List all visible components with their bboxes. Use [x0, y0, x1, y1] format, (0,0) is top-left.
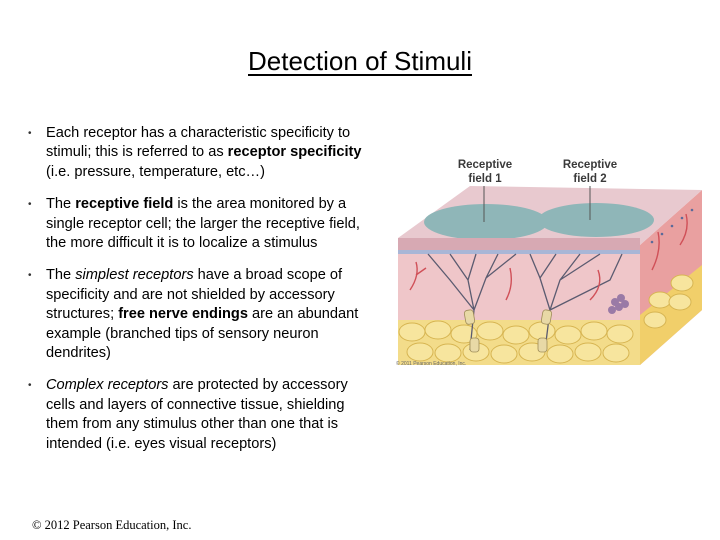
- bullet-list: Each receptor has a characteristic speci…: [28, 124, 380, 467]
- bullet-text-part: The: [46, 196, 76, 213]
- bullet-receptive-field: The receptive field is the area monitore…: [28, 195, 380, 253]
- label-line: field 1: [468, 173, 502, 185]
- bullet-text-part: have a broad scope of specificity and ar…: [46, 267, 343, 323]
- fat-cells: [398, 274, 694, 364]
- bullet-simplest-receptors: The simplest receptors have a broad scop…: [28, 266, 380, 363]
- dermis-layer: [398, 254, 640, 320]
- bullet-complex-receptors: Complex receptors are protected by acces…: [28, 376, 380, 454]
- slide-title: Detection of Stimuli: [248, 46, 472, 76]
- side-dots: [650, 208, 694, 244]
- receptive-field-2-label: Receptive field 2: [555, 158, 625, 186]
- bullet-italic-term: simplest receptors: [75, 267, 194, 284]
- bullet-text-part: are protected by accessory cells and lay…: [46, 377, 348, 452]
- receptive-field-1-label: Receptive field 1: [450, 158, 520, 186]
- bullet-bold-term: receptive field: [75, 196, 174, 213]
- blood-vessels: [409, 213, 688, 301]
- copyright-notice: © 2012 Pearson Education, Inc.: [32, 518, 192, 532]
- bullet-bold-term: free nerve endings: [118, 306, 248, 323]
- receptive-field-1-patch: [424, 204, 548, 240]
- bullet-text-part: (i.e. pressure, temperature, etc…): [46, 163, 265, 180]
- label-line: Receptive: [457, 159, 513, 171]
- bullet-receptor-specificity: Each receptor has a characteristic speci…: [28, 124, 380, 182]
- bullet-text-part: are an abundant example (branched tips o…: [46, 306, 359, 362]
- nerve-fiber-sheaths: [463, 309, 553, 353]
- free-nerve-endings: [427, 253, 623, 351]
- receptive-field-2-patch: [538, 203, 654, 237]
- label-line: Receptive: [562, 159, 618, 171]
- bullet-italic-term: Complex receptors: [46, 377, 169, 394]
- figure-credit: © 2011 Pearson Education, Inc.: [396, 361, 467, 367]
- gland-cluster: [608, 294, 629, 314]
- basal-layer: [398, 250, 640, 254]
- label-line: field 2: [573, 173, 607, 185]
- epidermis-layer: [398, 238, 640, 252]
- skin-receptive-field-illustration: [398, 186, 702, 365]
- bullet-text-part: The: [46, 267, 76, 284]
- bullet-text-part: is the area monitored by a single recept…: [46, 196, 360, 252]
- bullet-bold-term: receptor specificity: [227, 144, 362, 161]
- bullet-text-part: Each receptor has a characteristic speci…: [46, 125, 351, 161]
